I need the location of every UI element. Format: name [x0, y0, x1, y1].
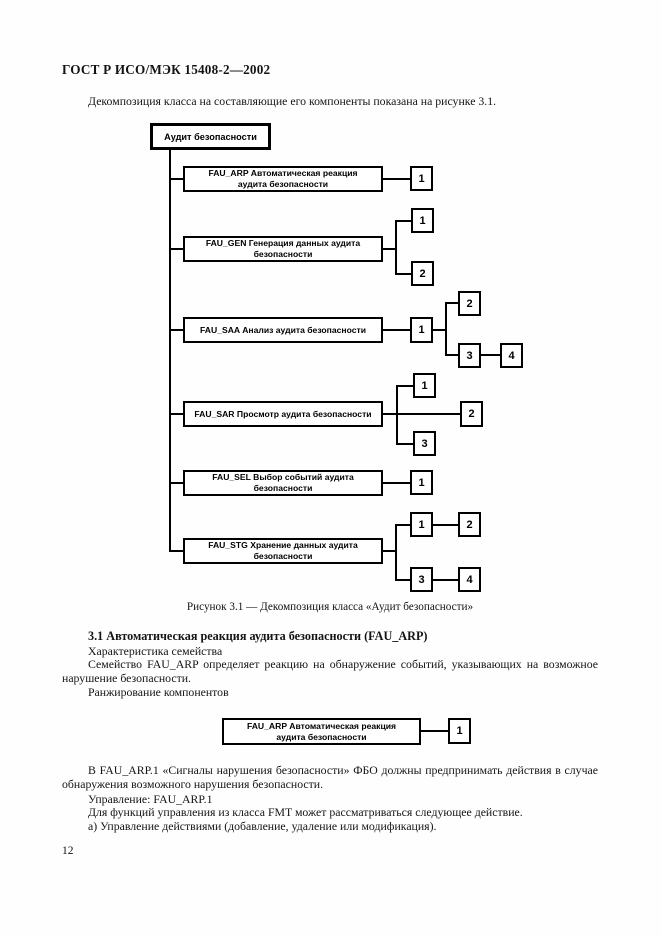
connector-line — [395, 220, 397, 275]
component-diagram-family-box: FAU_ARP Автоматическая реакция аудита бе… — [222, 718, 421, 745]
connector-line — [445, 302, 458, 304]
connector-line — [396, 385, 398, 445]
connector-line — [170, 413, 183, 415]
connector-line — [170, 248, 183, 250]
family-box-fau-sar: FAU_SAR Просмотр аудита безопасности — [183, 401, 383, 427]
connector-line — [395, 579, 410, 581]
section-heading: 3.1 Автоматическая реакция аудита безопа… — [88, 629, 428, 643]
connector-line — [433, 579, 458, 581]
connector-line — [383, 413, 460, 415]
connector-line — [433, 329, 446, 331]
component-box-fau-saa-1: 1 — [410, 317, 433, 343]
component-box-fau-stg-4: 4 — [458, 567, 481, 592]
paragraph-management: Управление: FAU_ARP.1 — [88, 792, 213, 806]
connector-line — [170, 482, 183, 484]
intro-paragraph: Декомпозиция класса на составляющие его … — [88, 94, 497, 108]
family-box-fau-arp: FAU_ARP Автоматическая реакция аудита бе… — [183, 166, 383, 192]
connector-line — [396, 443, 413, 445]
figure-caption: Рисунок 3.1 — Декомпозиция класса «Аудит… — [186, 601, 474, 613]
connector-line — [395, 273, 411, 275]
component-box-fau-sar-3: 3 — [413, 431, 436, 456]
family-box-fau-stg: FAU_STG Хранение данных аудита безопасно… — [183, 538, 383, 564]
connector-line — [383, 482, 410, 484]
component-box-fau-gen-2: 2 — [411, 261, 434, 286]
connector-line — [383, 178, 410, 180]
family-characteristics-label: Характеристика семейства — [88, 644, 223, 658]
connector-line — [170, 178, 183, 180]
trunk-line — [169, 150, 171, 552]
component-box-fau-saa-2: 2 — [458, 291, 481, 316]
class-root-box: Аудит безопасности — [150, 123, 271, 150]
paragraph-fau-arp-1-requirement: В FAU_ARP.1 «Сигналы нарушения безопасно… — [62, 763, 598, 791]
component-box-fau-stg-2: 2 — [458, 512, 481, 537]
component-box-fau-sel-1: 1 — [410, 470, 433, 495]
component-box-fau-arp-1: 1 — [410, 166, 433, 191]
family-box-fau-saa: FAU_SAA Анализ аудита безопасности — [183, 317, 383, 343]
connector-line — [383, 248, 397, 250]
connector-line — [383, 329, 410, 331]
component-box-fau-stg-3: 3 — [410, 567, 433, 592]
paragraph-action-a: а) Управление действиями (добавление, уд… — [88, 819, 437, 833]
component-box-fau-stg-1: 1 — [410, 512, 433, 537]
connector-line — [421, 730, 448, 732]
paragraph-fmt-actions: Для функций управления из класса FMT мож… — [88, 805, 523, 819]
family-box-fau-gen: FAU_GEN Генерация данных аудита безопасн… — [183, 236, 383, 262]
family-description: Семейство FAU_ARP определяет реакцию на … — [62, 657, 598, 685]
connector-line — [433, 524, 458, 526]
component-box-fau-saa-3: 3 — [458, 343, 481, 368]
page-number: 12 — [62, 845, 74, 857]
connector-line — [170, 550, 183, 552]
component-box-fau-sar-1: 1 — [413, 373, 436, 398]
component-box-fau-gen-1: 1 — [411, 208, 434, 233]
connector-line — [395, 220, 411, 222]
connector-line — [396, 385, 413, 387]
family-box-fau-sel: FAU_SEL Выбор событий аудита безопасност… — [183, 470, 383, 496]
component-leveling-label: Ранжирование компонентов — [88, 685, 229, 699]
connector-line — [445, 354, 458, 356]
connector-line — [481, 354, 500, 356]
connector-line — [383, 550, 397, 552]
component-diagram-component-box: 1 — [448, 718, 471, 744]
connector-line — [395, 524, 397, 581]
component-box-fau-sar-2: 2 — [460, 401, 483, 427]
component-box-fau-saa-4: 4 — [500, 343, 523, 368]
doc-header-text: ГОСТ Р ИСО/МЭК 15408-2—2002 — [62, 62, 271, 77]
connector-line — [170, 329, 183, 331]
connector-line — [395, 524, 410, 526]
connector-line — [445, 302, 447, 356]
